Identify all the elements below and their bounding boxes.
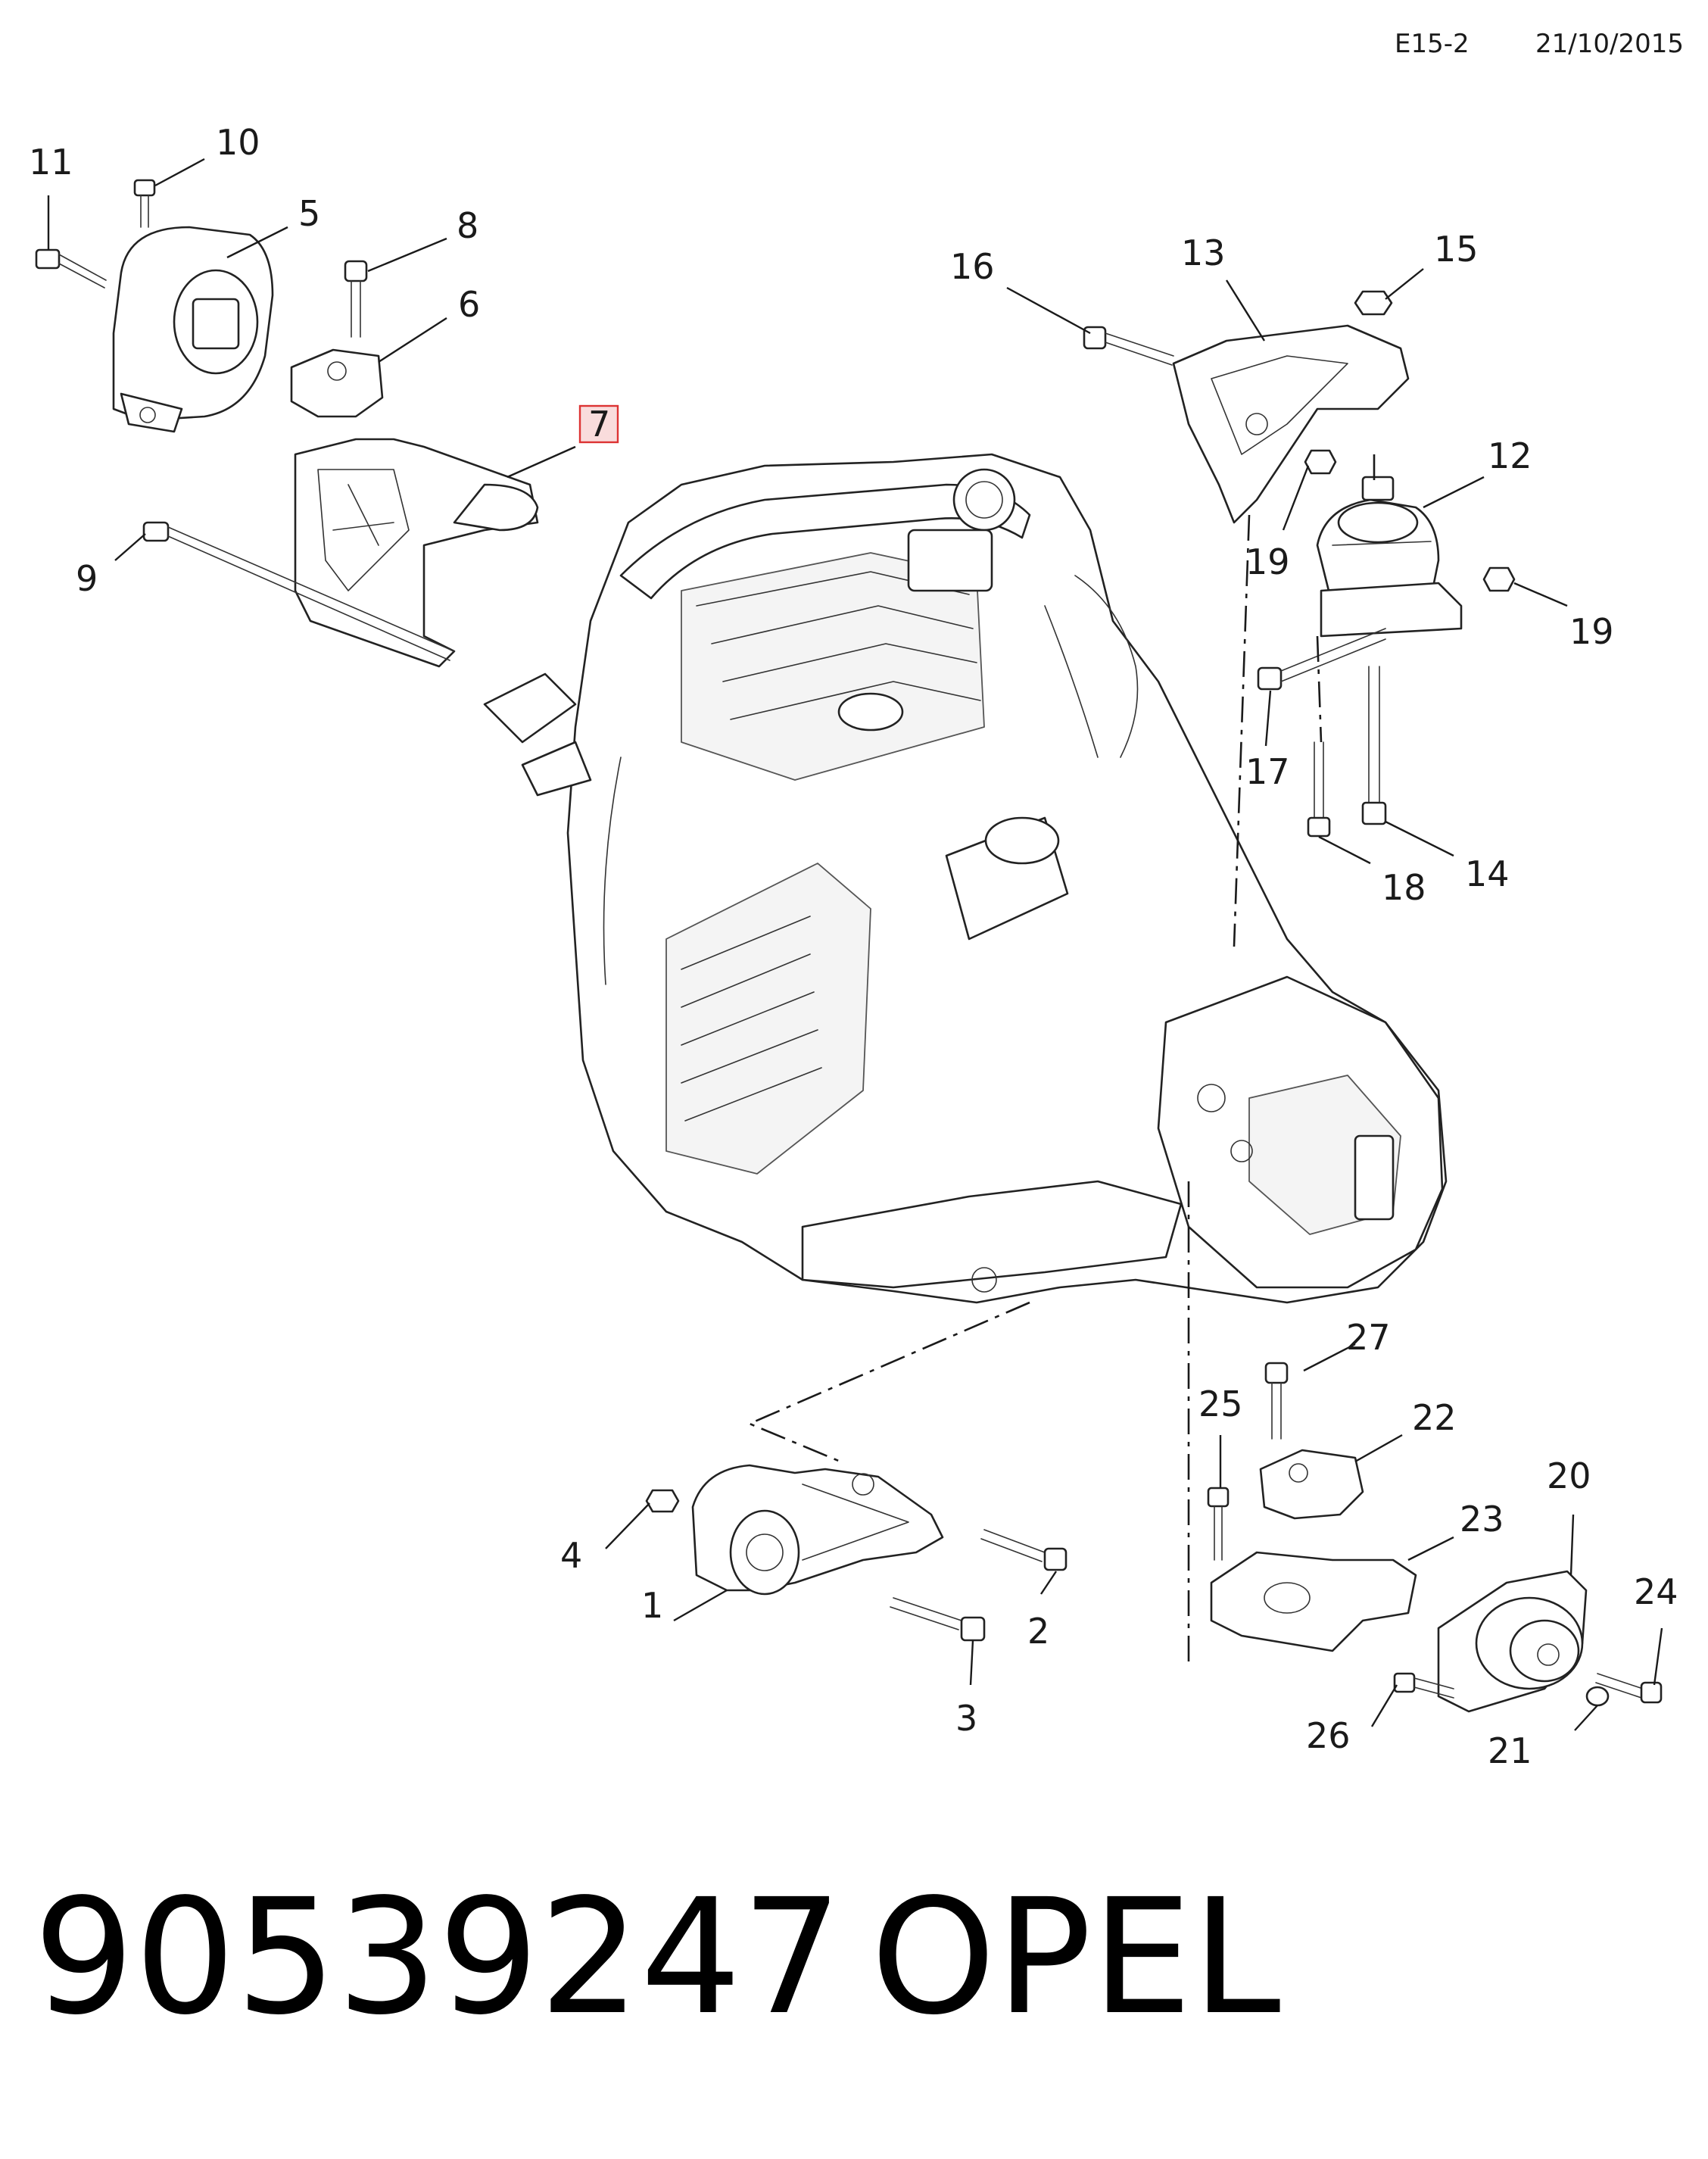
callout-6: 6 bbox=[458, 284, 480, 325]
part-22-bracket bbox=[1259, 1449, 1364, 1520]
part-2-bolt bbox=[980, 1529, 1068, 1571]
callout-17: 17 bbox=[1245, 751, 1290, 792]
part-27-bolt bbox=[1264, 1362, 1289, 1440]
part-7-mounting-bracket bbox=[294, 438, 539, 668]
engine-assembly-illustration bbox=[483, 453, 1448, 1304]
part-1-engine-mount bbox=[691, 1464, 944, 1596]
part-15-nut bbox=[1354, 290, 1393, 316]
callout-15: 15 bbox=[1434, 229, 1479, 270]
callout-26: 26 bbox=[1306, 1715, 1351, 1756]
part-5-engine-mount bbox=[112, 226, 274, 433]
callout-21: 21 bbox=[1488, 1730, 1532, 1771]
callout-2: 2 bbox=[1027, 1611, 1049, 1652]
callout-9: 9 bbox=[76, 558, 98, 599]
part-26-bolt bbox=[1393, 1672, 1454, 1699]
part-19-nut-upper bbox=[1304, 449, 1337, 475]
part-8-bolt bbox=[344, 260, 368, 338]
part-10-bolt bbox=[133, 179, 156, 228]
callout-labels: 1 2 3 4 5 6 7 8 9 10 11 12 13 14 15 16 1… bbox=[29, 122, 1678, 1771]
part-25-bolt bbox=[1207, 1487, 1230, 1561]
callout-19-upper: 19 bbox=[1245, 541, 1290, 582]
callout-14: 14 bbox=[1465, 853, 1510, 894]
part-4-nut bbox=[645, 1489, 680, 1513]
part-17-bolt bbox=[1257, 628, 1386, 691]
part-18-bolt bbox=[1307, 741, 1331, 838]
leader-lines bbox=[47, 158, 1663, 1731]
callout-7-highlight bbox=[578, 404, 619, 444]
part-19-nut-lower bbox=[1482, 566, 1516, 592]
callout-27: 27 bbox=[1346, 1317, 1391, 1358]
part-number: 90539247 bbox=[33, 1864, 843, 2050]
callout-18: 18 bbox=[1382, 867, 1426, 908]
part-21-washer bbox=[1585, 1686, 1610, 1707]
callout-24: 24 bbox=[1634, 1571, 1678, 1612]
part-23-bracket bbox=[1210, 1551, 1417, 1652]
part-24-bolt bbox=[1595, 1673, 1663, 1704]
part-14-bolt bbox=[1361, 666, 1387, 825]
diagram-ref: E15-2 bbox=[1395, 29, 1470, 59]
part-13-bracket bbox=[1172, 324, 1410, 524]
part-11-bolt bbox=[35, 248, 107, 289]
part-16-bolt bbox=[1083, 326, 1174, 366]
callout-16: 16 bbox=[950, 246, 995, 287]
part-20-transmission-mount bbox=[1437, 1570, 1588, 1713]
callout-23: 23 bbox=[1460, 1499, 1504, 1540]
callout-11: 11 bbox=[29, 142, 73, 183]
callout-25: 25 bbox=[1198, 1384, 1243, 1424]
callout-22: 22 bbox=[1412, 1397, 1457, 1438]
callout-10: 10 bbox=[216, 122, 260, 163]
callout-20: 20 bbox=[1547, 1455, 1591, 1496]
part-9-bolt bbox=[142, 521, 455, 661]
callout-8: 8 bbox=[457, 205, 478, 246]
callout-1: 1 bbox=[641, 1585, 663, 1626]
callout-19-lower: 19 bbox=[1569, 611, 1614, 652]
part-3-bolt bbox=[890, 1597, 986, 1642]
callout-4: 4 bbox=[560, 1535, 582, 1576]
part-6-bracket bbox=[290, 348, 384, 418]
callout-13: 13 bbox=[1181, 232, 1226, 273]
callout-12: 12 bbox=[1488, 435, 1532, 476]
diagram-date: 21/10/2015 bbox=[1535, 29, 1684, 59]
callout-3: 3 bbox=[955, 1698, 977, 1739]
part-12-engine-mount bbox=[1316, 476, 1463, 638]
brand-name: OPEL bbox=[871, 1864, 1281, 2050]
callout-5: 5 bbox=[298, 193, 320, 234]
assembly-axes bbox=[746, 454, 1376, 1666]
callout-7: 7 bbox=[588, 404, 610, 445]
